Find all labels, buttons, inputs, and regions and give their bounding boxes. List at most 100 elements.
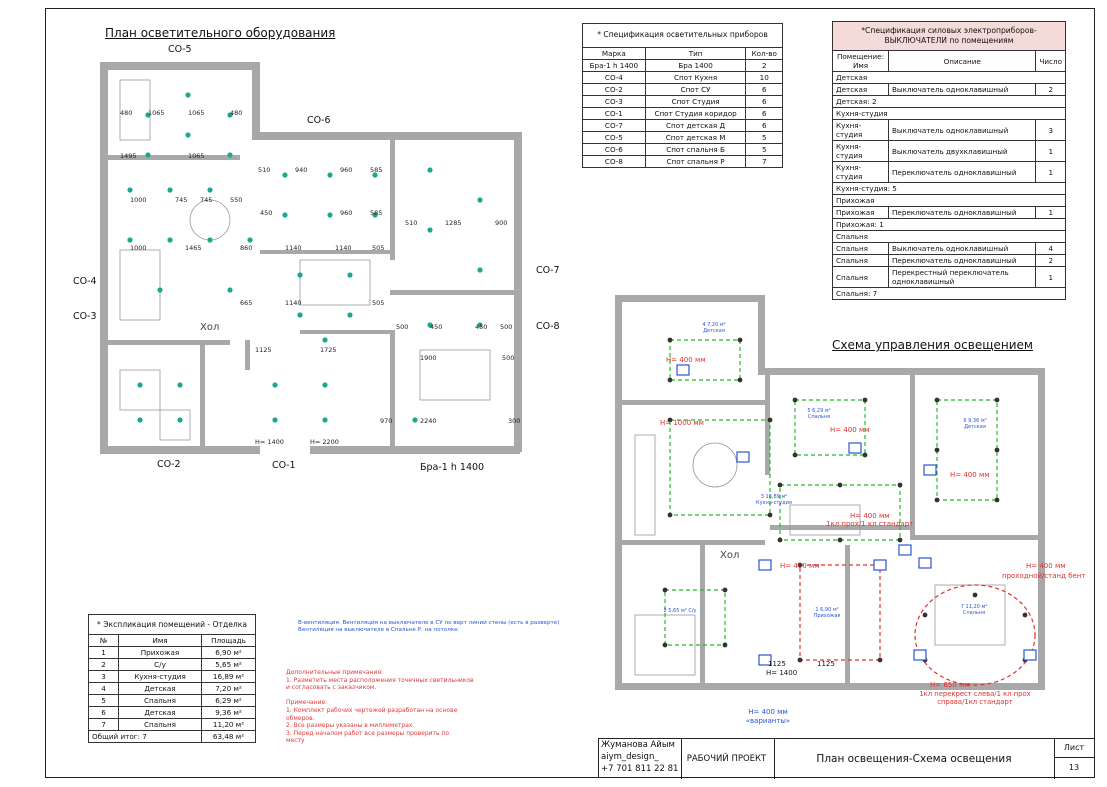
dimension-label: 1140 bbox=[335, 244, 352, 252]
title-block: Жуманова Айым aiym_design_ +7 701 811 22… bbox=[598, 738, 1095, 779]
scheme-light-icon bbox=[837, 537, 843, 543]
scheme-light-icon bbox=[994, 497, 1000, 503]
note-line: Примечание: bbox=[286, 699, 328, 707]
group-children-6 bbox=[936, 399, 998, 501]
lighting-spec-title: * Спецификация осветительных приборов bbox=[582, 23, 783, 47]
spot-light-icon bbox=[427, 227, 433, 233]
scheme-light-icon bbox=[922, 612, 928, 618]
author-instagram: aiym_design_ bbox=[601, 752, 659, 762]
height-label-8: H= 650 мм bbox=[930, 681, 970, 689]
cell-name: Детская bbox=[118, 706, 202, 719]
spot-light-icon bbox=[227, 152, 233, 158]
spot-light-icon bbox=[347, 272, 353, 278]
sheet-title: План освещения-Схема освещения bbox=[774, 739, 1055, 779]
cell-area: 11,20 м² bbox=[201, 718, 256, 731]
rooms-total-label: Общий итог: 7 bbox=[88, 730, 202, 743]
scheme-light-icon bbox=[667, 417, 673, 423]
mark-co8: СО-8 bbox=[536, 321, 560, 332]
room-tag: 7 11,20 м² Спальня bbox=[960, 604, 988, 616]
spot-light-icon bbox=[207, 187, 213, 193]
spot-light-icon bbox=[137, 382, 143, 388]
group-cell: Спальня bbox=[832, 230, 1066, 243]
cell-mark: СО-4 bbox=[582, 71, 646, 84]
scheme-walls bbox=[615, 295, 1045, 690]
cell-count: 6 bbox=[745, 119, 783, 132]
spot-light-icon bbox=[327, 172, 333, 178]
dimension-label: H= 2200 bbox=[310, 438, 339, 446]
cell-qty: 4 bbox=[1035, 242, 1066, 255]
group-children-4 bbox=[669, 339, 741, 381]
room-tag: 4 7,20 м² Детская bbox=[702, 322, 726, 334]
dimension-label: 505 bbox=[372, 244, 384, 252]
col-room: Помещение: Имя bbox=[832, 50, 889, 72]
spot-light-icon bbox=[272, 417, 278, 423]
cell-desc: Выключатель одноклавишный bbox=[887, 119, 1037, 141]
scheme-light-icon bbox=[722, 642, 728, 648]
scheme-light-icon bbox=[792, 397, 798, 403]
spot-light-icon bbox=[145, 152, 151, 158]
cell-count: 5 bbox=[745, 143, 783, 156]
cell-mark: СО-5 bbox=[582, 131, 646, 144]
cell-type: Спот детская Д bbox=[644, 119, 747, 132]
cell-mark: СО-2 bbox=[582, 83, 646, 96]
group-cell: Спальня: 7 bbox=[832, 287, 1066, 300]
switch-total: Кухня-студия: 5 bbox=[832, 182, 1066, 195]
switch-icon bbox=[1023, 649, 1037, 661]
mark-bra1: Бра-1 h 1400 bbox=[420, 462, 485, 473]
dimension-label: 510 bbox=[405, 219, 417, 227]
height-label-7: H= 400 мм bbox=[1026, 562, 1066, 570]
height-label-6: H= 400 мм bbox=[780, 562, 820, 570]
scheme-light-icon bbox=[662, 587, 668, 593]
plan-walls bbox=[100, 62, 522, 454]
additional-notes: Дополнительные примечания:1. Разметить м… bbox=[286, 669, 501, 745]
cell-area: 16,89 м² bbox=[201, 670, 256, 683]
spot-light-icon bbox=[282, 212, 288, 218]
spot-light-icon bbox=[177, 382, 183, 388]
spot-light-icon bbox=[127, 187, 133, 193]
room-tag: 1 6,90 м² Прихожая bbox=[813, 607, 841, 619]
cell-desc: Переключатель одноклавишный bbox=[887, 254, 1037, 267]
control-note-2: проходной/станд бент bbox=[1002, 572, 1086, 580]
scheme-light-icon bbox=[667, 377, 673, 383]
spot-light-icon bbox=[227, 112, 233, 118]
dimension-label: 900 bbox=[495, 219, 507, 227]
cell-desc: Перекрестный переключатель одноклавишный bbox=[887, 266, 1037, 288]
cell-area: 6,29 м² bbox=[201, 694, 256, 707]
note-line: и согласовать с заказчиком. bbox=[286, 684, 377, 692]
group-cell: Прихожая: 1 bbox=[832, 218, 1066, 231]
switch-icon bbox=[758, 559, 772, 571]
switch-icon bbox=[676, 364, 690, 376]
dimension-label: 550 bbox=[230, 196, 242, 204]
cell-type: Спот спальня Р bbox=[644, 155, 747, 168]
spot-light-icon bbox=[185, 92, 191, 98]
sheet-label: Лист bbox=[1054, 739, 1094, 758]
spot-light-icon bbox=[227, 287, 233, 293]
cell-area: 6,90 м² bbox=[201, 646, 256, 659]
switch-spec: *Спецификация силовых электроприборов- В… bbox=[832, 21, 1066, 300]
dimension-label: 1140 bbox=[285, 244, 302, 252]
scheme-light-icon bbox=[862, 452, 868, 458]
mark-co3: СО-3 bbox=[73, 311, 97, 322]
dimension-label: 585 bbox=[370, 209, 382, 217]
spot-light-icon bbox=[327, 212, 333, 218]
dimension-label: 1900 bbox=[420, 354, 437, 362]
scheme-light-icon bbox=[792, 452, 798, 458]
cell-count: 2 bbox=[745, 59, 783, 72]
note-line: 2. Все размеры указаны в миллиметрах bbox=[286, 722, 413, 730]
cell-room: Спальня bbox=[832, 254, 889, 267]
control-note-1: 1кл прох/1 кл стандарт bbox=[826, 520, 914, 528]
cell-desc: Выключатель одноклавишный bbox=[887, 83, 1037, 96]
dimension-label: 450 bbox=[475, 323, 487, 331]
